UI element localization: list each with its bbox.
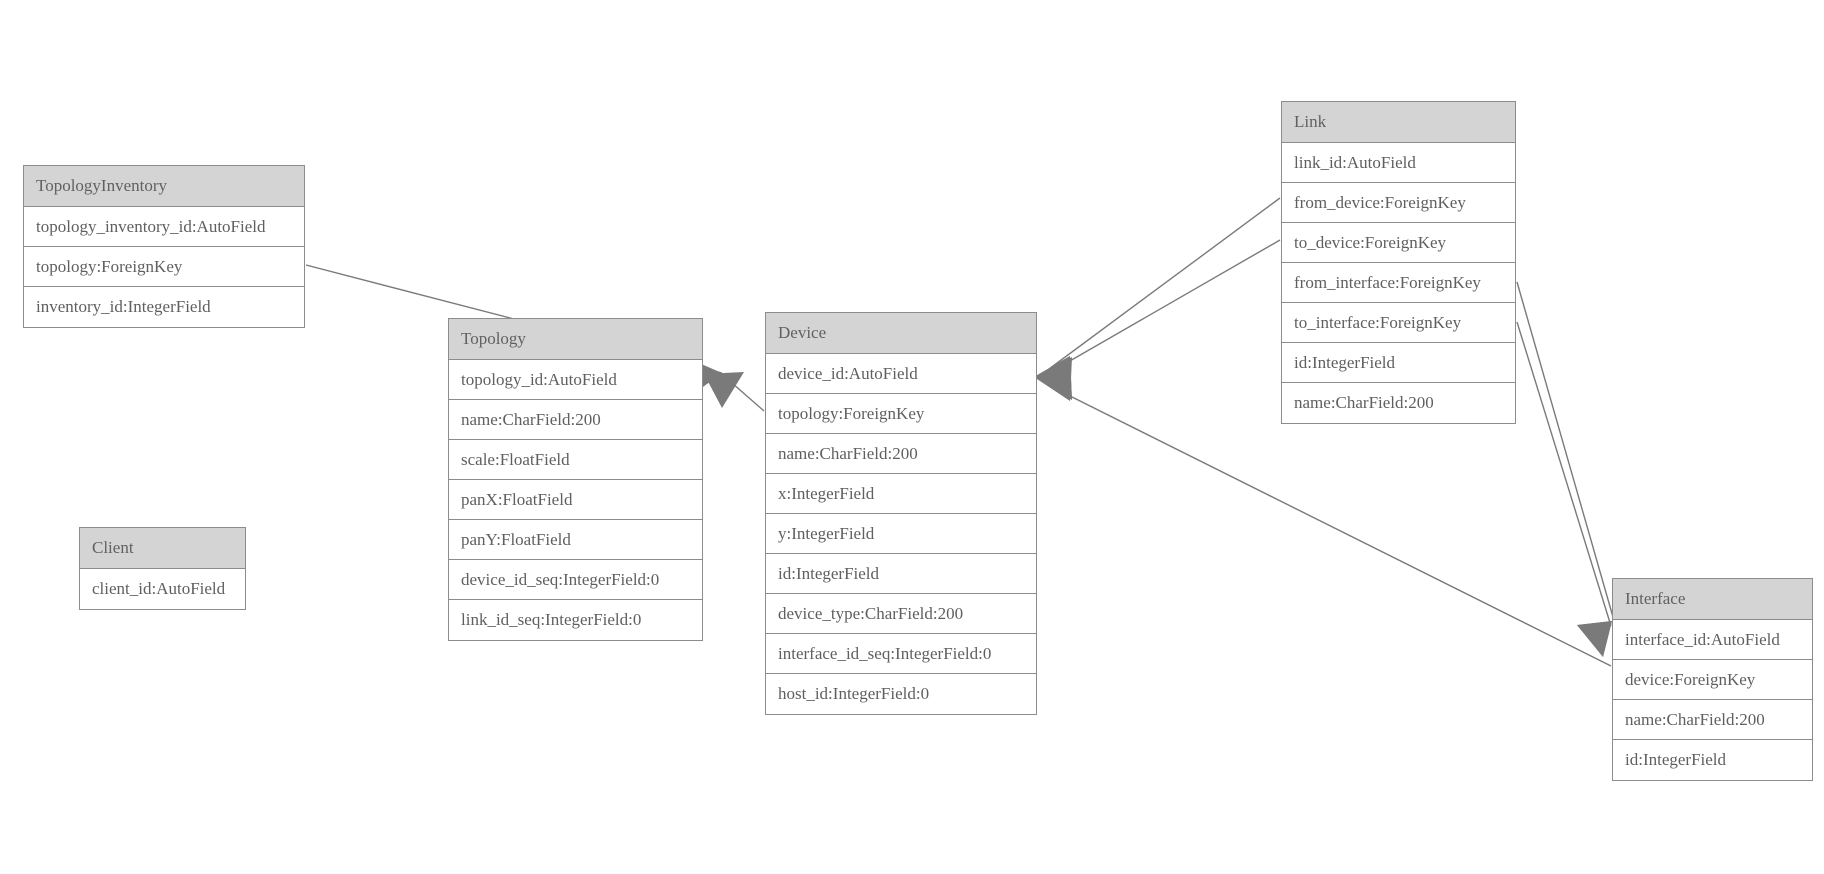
entity-field[interactable]: client_id:AutoField (92, 579, 226, 598)
entity-field[interactable]: device_type:CharField:200 (766, 594, 1036, 634)
relation-arrowhead-icon (704, 372, 744, 408)
entity-title-client: Client (80, 528, 245, 569)
entity-field[interactable]: id:IntegerField (1282, 343, 1515, 383)
entity-field[interactable]: interface_id_seq:IntegerField:0 (766, 634, 1036, 674)
entity-field[interactable]: topology:ForeignKey (24, 247, 304, 287)
relation-line (1049, 385, 1612, 667)
entity-field[interactable]: topology_id:AutoField (449, 360, 702, 400)
entity-field[interactable]: link_id:AutoField (1282, 143, 1515, 183)
entity-field[interactable]: scale:FloatField (449, 440, 702, 480)
relation-arrowhead-icon (1034, 357, 1072, 401)
relation-link-to-device (1034, 239, 1281, 400)
entity-field[interactable]: x:IntegerField (766, 474, 1036, 514)
relation-line (1048, 197, 1281, 370)
entity-title-interface: Interface (1613, 579, 1812, 620)
relation-line (723, 375, 765, 412)
entity-field[interactable]: id:IntegerField (1625, 750, 1727, 769)
relation-link-from-device (1034, 197, 1281, 400)
relation-link-to-interface (1516, 321, 1612, 657)
entity-field[interactable]: inventory_id:IntegerField (36, 297, 211, 316)
entity-field[interactable]: device:ForeignKey (1613, 660, 1812, 700)
entity-field[interactable]: device_id:AutoField (766, 354, 1036, 394)
entity-field[interactable]: from_interface:ForeignKey (1282, 263, 1515, 303)
entity-field[interactable]: from_device:ForeignKey (1282, 183, 1515, 223)
relation-arrowhead-icon (1577, 621, 1612, 657)
entity-field[interactable]: interface_id:AutoField (1613, 620, 1812, 660)
entity-field[interactable]: name:CharField:200 (1613, 700, 1812, 740)
entity-field[interactable]: host_id:IntegerField:0 (778, 684, 930, 703)
entity-field[interactable]: to_interface:ForeignKey (1282, 303, 1515, 343)
entity-fields-client: client_id:AutoField (80, 569, 245, 609)
relation-device-topology (704, 372, 765, 412)
entity-box-client[interactable]: Client client_id:AutoField (79, 527, 246, 610)
entity-field[interactable]: id:IntegerField (766, 554, 1036, 594)
relation-line (1516, 321, 1612, 627)
entity-field[interactable]: link_id_seq:IntegerField:0 (461, 610, 642, 629)
entity-title-topologyinventory: TopologyInventory (24, 166, 304, 207)
relation-line (1048, 239, 1281, 374)
relation-link-from-interface (1516, 281, 1616, 657)
relation-arrowhead-icon (1034, 356, 1072, 400)
entity-field[interactable]: panX:FloatField (449, 480, 702, 520)
entity-field[interactable]: name:CharField:200 (449, 400, 702, 440)
relation-arrowhead-icon (1577, 621, 1612, 657)
entity-field[interactable]: panY:FloatField (449, 520, 702, 560)
entity-field[interactable]: topology_inventory_id:AutoField (24, 207, 304, 247)
entity-field[interactable]: name:CharField:200 (766, 434, 1036, 474)
entity-field[interactable]: y:IntegerField (766, 514, 1036, 554)
relation-line (1516, 281, 1616, 625)
entity-field[interactable]: name:CharField:200 (1294, 393, 1434, 412)
relation-arrowhead-icon (1034, 356, 1072, 400)
entity-title-topology: Topology (449, 319, 702, 360)
entity-title-link: Link (1282, 102, 1515, 143)
entity-field[interactable]: device_id_seq:IntegerField:0 (449, 560, 702, 600)
entity-field[interactable]: to_device:ForeignKey (1282, 223, 1515, 263)
entity-title-device: Device (766, 313, 1036, 354)
entity-field[interactable]: topology:ForeignKey (766, 394, 1036, 434)
